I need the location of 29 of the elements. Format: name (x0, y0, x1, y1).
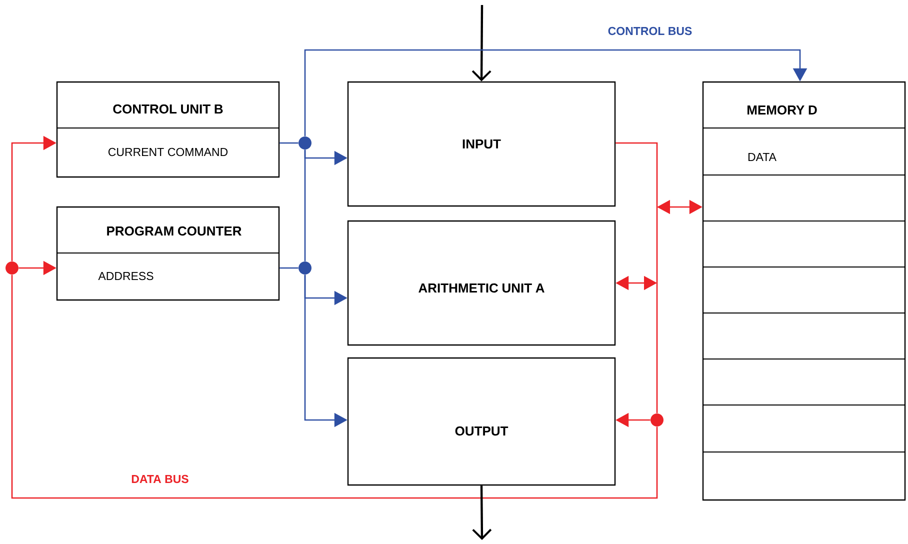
bus-line (280, 267, 298, 269)
junction-dot (298, 136, 312, 150)
arrow (472, 486, 492, 540)
arrow (472, 5, 492, 82)
row-label: DATA (748, 153, 776, 161)
unit-box (347, 357, 616, 486)
bus-line (616, 142, 658, 414)
unit-box (56, 81, 280, 178)
bus-line (11, 274, 658, 499)
unit-box (56, 206, 280, 301)
junction-dot (298, 262, 312, 274)
edge-label: CONTROL BUS (606, 26, 694, 36)
box-label: ARITHMETIC UNIT A (418, 283, 544, 293)
arrow (304, 49, 808, 136)
unit-box (347, 81, 616, 207)
memory-table (702, 81, 906, 501)
box-label: INPUT (462, 139, 501, 149)
bus-line (304, 150, 306, 262)
edge-label: DATA BUS (130, 474, 190, 484)
unit-box (347, 220, 616, 346)
row-label: ADDRESS (98, 272, 154, 280)
box-heading: CONTROL UNIT B (113, 104, 223, 114)
box-heading: MEMORY D (748, 105, 817, 115)
junction-dot (6, 262, 18, 274)
bus-line (280, 142, 298, 144)
box-label: OUTPUT (455, 426, 508, 436)
row-label: CURRENT COMMAND (108, 148, 228, 156)
box-heading: PROGRAM COUNTER (107, 226, 242, 236)
junction-dot (650, 414, 664, 426)
